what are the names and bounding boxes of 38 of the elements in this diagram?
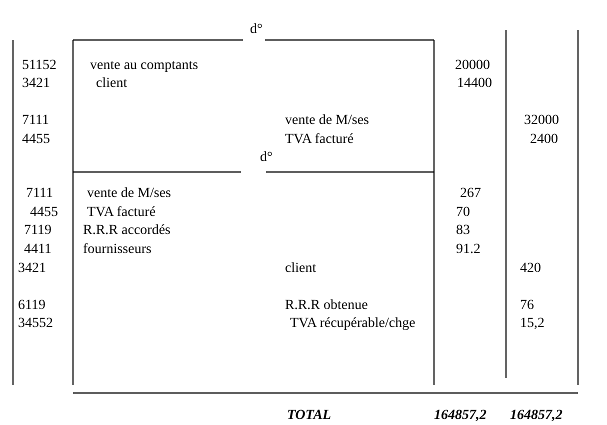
entry-label: fournisseurs — [83, 242, 152, 258]
total-label: TOTAL — [287, 408, 332, 424]
amount: 15,2 — [520, 316, 544, 332]
entry-label: client — [96, 76, 128, 92]
amount: 14400 — [457, 76, 492, 92]
date-mark: d° — [250, 22, 263, 38]
entry-label: R.R.R obtenue — [285, 298, 368, 314]
amount: 70 — [456, 205, 470, 221]
total-amount: 164857,2 — [510, 408, 562, 424]
amount: 267 — [460, 186, 481, 202]
entry-label: vente de M/ses — [285, 113, 369, 129]
amount: 2400 — [530, 132, 558, 148]
account-number: 4455 — [30, 205, 58, 221]
date-mark: d° — [260, 150, 273, 166]
amount: 91.2 — [456, 242, 480, 258]
account-number: 4411 — [24, 242, 52, 258]
entry-label: vente au comptants — [90, 58, 198, 74]
account-number: 51152 — [22, 58, 56, 74]
entry-label: client — [285, 261, 316, 277]
account-number: 3421 — [22, 76, 50, 92]
amount: 20000 — [455, 58, 490, 74]
account-number: 6119 — [18, 298, 46, 314]
total-amount: 164857,2 — [434, 408, 486, 424]
entry-label: TVA facturé — [285, 132, 354, 148]
account-number: 3421 — [18, 261, 46, 277]
account-number: 7119 — [24, 223, 52, 239]
entry-label: R.R.R accordés — [83, 223, 170, 239]
amount: 32000 — [524, 113, 559, 129]
entry-label: TVA récupérable/chge — [290, 316, 416, 332]
account-number: 7111 — [26, 186, 53, 202]
amount: 76 — [520, 298, 534, 314]
account-number: 7111 — [22, 113, 49, 129]
amount: 420 — [520, 261, 541, 277]
account-number: 34552 — [18, 316, 53, 332]
entry-label: TVA facturé — [87, 205, 156, 221]
amount: 83 — [456, 223, 470, 239]
account-number: 4455 — [22, 132, 50, 148]
entry-label: vente de M/ses — [87, 186, 171, 202]
